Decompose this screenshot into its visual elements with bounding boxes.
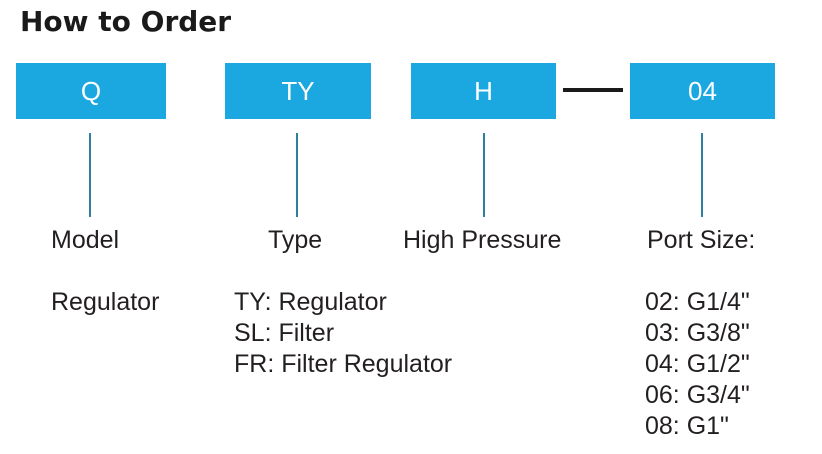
option-item-model-regulator: Regulator — [51, 288, 160, 316]
connector-line-port-size — [701, 133, 703, 217]
code-box-model-text: Q — [80, 76, 102, 106]
option-item-type-sl: SL: Filter — [234, 319, 335, 347]
column-label-type: Type — [268, 226, 323, 254]
code-box-port-size-text: 04 — [688, 76, 717, 106]
code-box-model: Q — [16, 63, 166, 119]
separator-dash — [563, 88, 623, 92]
option-item-port-06: 06: G3/4" — [645, 381, 750, 409]
option-item-type-ty: TY: Regulator — [234, 288, 387, 316]
column-label-model: Model — [51, 226, 120, 254]
option-list-port-size: 02: G1/4" 03: G3/8" 04: G1/2" 06: G3/4" … — [645, 287, 750, 442]
code-box-high-pressure: H — [411, 63, 556, 119]
connector-line-type — [296, 133, 298, 217]
option-list-model: Regulator — [51, 287, 159, 318]
connector-line-model — [89, 133, 91, 217]
column-label-port-size: Port Size: — [647, 226, 756, 254]
code-box-type-text: TY — [281, 76, 315, 106]
code-box-port-size: 04 — [630, 63, 775, 119]
code-box-type: TY — [225, 63, 371, 119]
option-list-type: TY: Regulator SL: Filter FR: Filter Regu… — [234, 287, 452, 380]
option-item-port-04: 04: G1/2" — [645, 350, 750, 378]
option-item-port-08: 08: G1" — [645, 412, 729, 440]
code-box-high-pressure-text: H — [474, 76, 493, 106]
option-item-type-fr: FR: Filter Regulator — [234, 350, 453, 378]
connector-line-high-pressure — [483, 133, 485, 217]
option-item-port-03: 03: G3/8" — [645, 319, 750, 347]
column-label-high-pressure: High Pressure — [403, 226, 562, 254]
option-item-port-02: 02: G1/4" — [645, 288, 750, 316]
page-title: How to Order — [20, 5, 232, 38]
